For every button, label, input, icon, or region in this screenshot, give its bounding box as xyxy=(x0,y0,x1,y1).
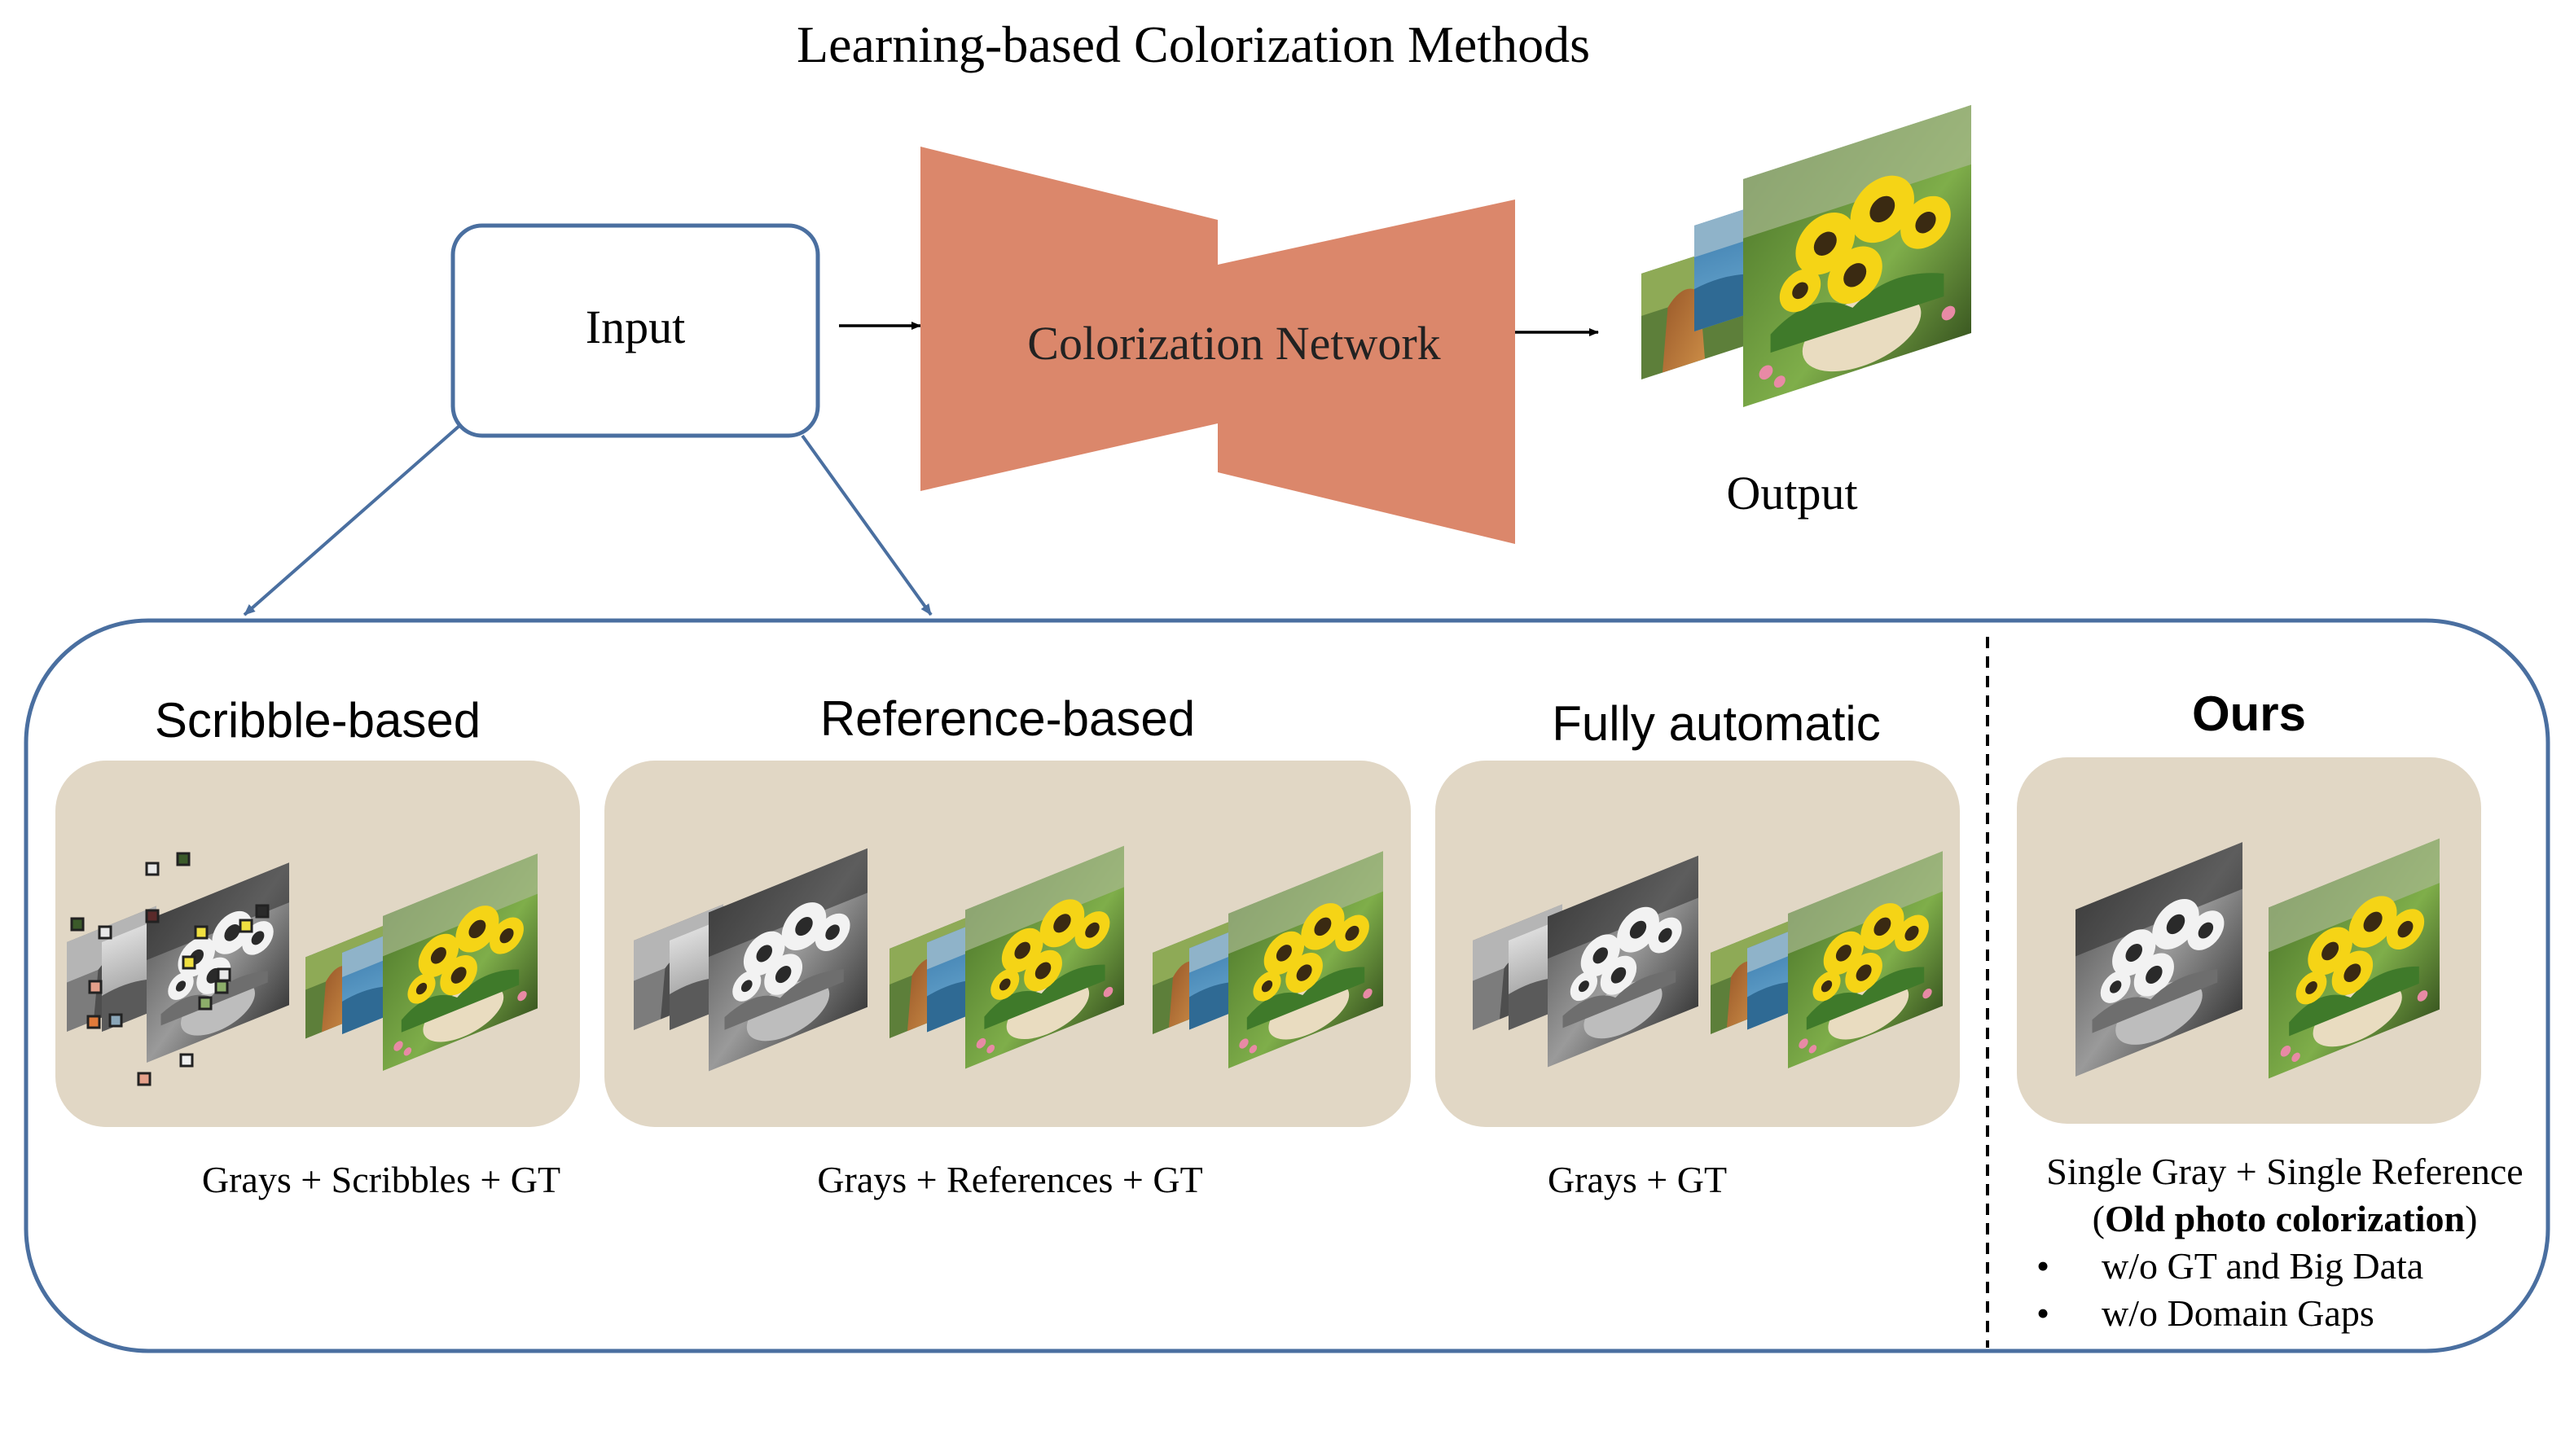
scribble-heading: Scribble-based xyxy=(154,693,481,748)
input-box xyxy=(450,223,820,438)
ours-bullet-1: •w/o GT and Big Data xyxy=(2036,1245,2424,1287)
input-to-panel-arrow-left xyxy=(243,423,462,616)
output-label: Output xyxy=(1726,467,1858,520)
ours-heading: Ours xyxy=(2191,686,2307,741)
ours-caption-line1: Single Gray + Single Reference xyxy=(2046,1151,2523,1192)
network-label: Colorization Network xyxy=(1027,317,1441,370)
input-to-panel-arrow-right xyxy=(801,434,933,616)
ours-caption-line2: (Old photo colorization) xyxy=(2092,1198,2478,1239)
ours-caption-bold: Old photo colorization xyxy=(2104,1198,2466,1239)
ours-bullet-2: •w/o Domain Gaps xyxy=(2036,1292,2374,1334)
input-label: Input xyxy=(585,300,686,353)
automatic-heading: Fully automatic xyxy=(1552,696,1881,751)
diagram-title: Learning-based Colorization Methods xyxy=(797,15,1590,73)
network-decoder-shape xyxy=(1218,200,1515,544)
input-types-container xyxy=(24,618,2550,1353)
output-photo-stack-icon xyxy=(1641,105,1971,407)
reference-caption: Grays + References + GT xyxy=(817,1159,1203,1200)
scribble-marks-icon xyxy=(70,852,270,1086)
reference-heading: Reference-based xyxy=(819,691,1196,746)
network-encoder-shape xyxy=(920,147,1218,491)
automatic-caption: Grays + GT xyxy=(1547,1159,1728,1200)
scribble-caption: Grays + Scribbles + GT xyxy=(201,1159,561,1200)
